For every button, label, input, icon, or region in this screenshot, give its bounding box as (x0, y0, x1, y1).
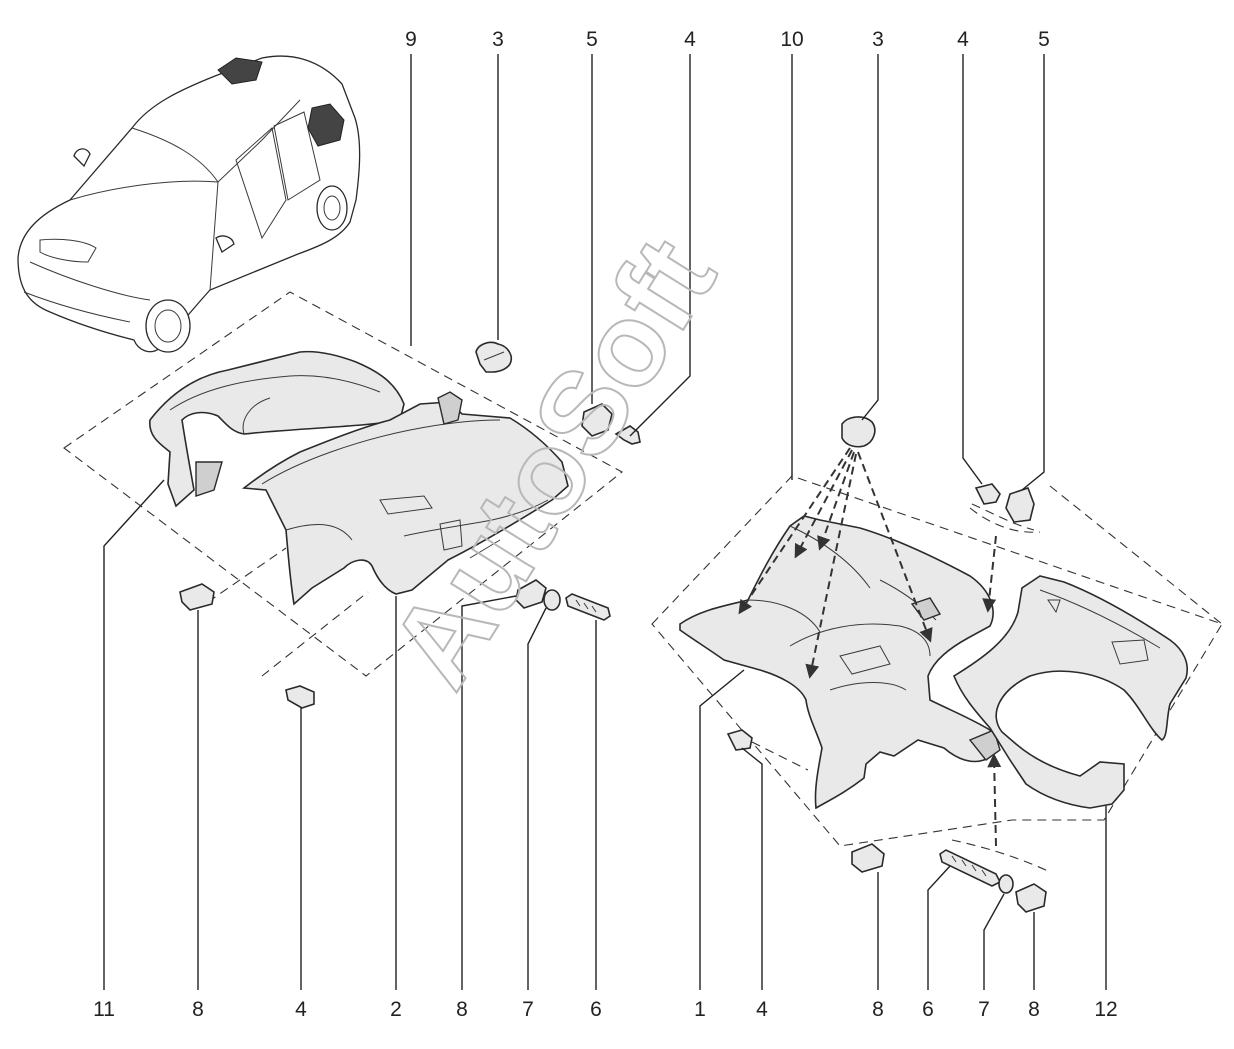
callout-top-4: 4 (684, 28, 696, 51)
top-callouts: 9 3 5 4 10 3 4 5 (405, 28, 1050, 51)
callout-bottom-11: 11 (93, 998, 115, 1021)
bottom-callouts: 11 8 4 2 8 7 6 1 4 8 6 7 8 12 (93, 998, 1118, 1021)
leader-lines (103, 54, 1107, 990)
callout-bottom-8: 8 (192, 998, 204, 1021)
callout-top-3b: 3 (872, 28, 884, 51)
callout-bottom-7: 7 (522, 998, 534, 1021)
callout-top-3: 3 (492, 28, 504, 51)
callout-bottom-8d: 8 (1028, 998, 1040, 1021)
left-assembly (63, 291, 623, 677)
callout-bottom-1: 1 (694, 998, 706, 1021)
callout-bottom-8b: 8 (456, 998, 468, 1021)
callout-bottom-6: 6 (590, 998, 602, 1021)
car-overview (17, 55, 361, 353)
left-fasteners (179, 54, 691, 709)
callout-bottom-12: 12 (1094, 998, 1117, 1021)
right-assembly (651, 475, 1223, 847)
callout-top-5b: 5 (1038, 28, 1050, 51)
callout-bottom-2: 2 (390, 998, 402, 1021)
callout-bottom-8c: 8 (872, 998, 884, 1021)
callout-top-5: 5 (586, 28, 598, 51)
callout-bottom-4b: 4 (756, 998, 768, 1021)
callout-bottom-4: 4 (295, 998, 307, 1021)
callout-bottom-7b: 7 (978, 998, 990, 1021)
callout-top-4b: 4 (957, 28, 969, 51)
callout-bottom-6b: 6 (922, 998, 934, 1021)
right-fasteners (726, 416, 1051, 913)
callout-top-9: 9 (405, 28, 417, 51)
callout-top-10: 10 (780, 28, 803, 51)
